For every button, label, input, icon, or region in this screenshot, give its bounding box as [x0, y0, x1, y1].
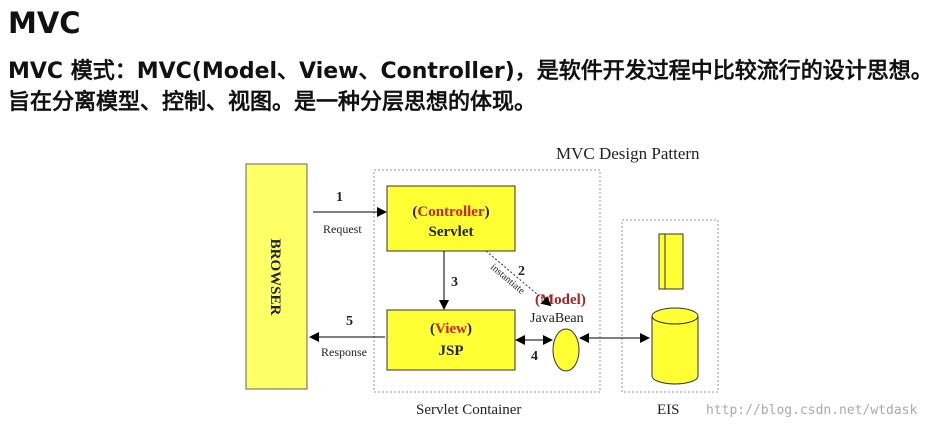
page-heading: MVC — [8, 6, 81, 40]
eis-label: EIS — [657, 402, 680, 418]
browser-label: BROWSER — [267, 239, 283, 316]
model-name: JavaBean — [530, 311, 584, 326]
svg-text:(Controller): (Controller) — [412, 204, 489, 220]
eis-document-box — [658, 233, 684, 290]
step-2-label: 2 — [518, 264, 525, 279]
eis-database-cylinder — [651, 307, 699, 385]
servlet-container-label: Servlet Container — [416, 402, 521, 418]
browser-box — [245, 163, 308, 390]
controller-box — [386, 185, 516, 252]
page-description: MVC 模式：MVC(Model、View、Controller)，是软件开发过… — [8, 59, 933, 115]
step-4-label: 4 — [531, 349, 538, 364]
svg-text:(View): (View) — [430, 321, 472, 337]
eis-frame — [621, 219, 719, 393]
model-role-label: (Model) — [535, 292, 586, 308]
watermark-text: http://blog.csdn.net/wtdask — [706, 403, 917, 418]
view-box — [386, 309, 516, 371]
servlet-container-frame — [373, 169, 601, 393]
view-role-label: (View) — [430, 321, 472, 337]
request-label: Request — [323, 222, 362, 236]
instantiate-arrow — [485, 250, 552, 307]
javabean-ellipse — [552, 328, 580, 372]
response-label: Response — [321, 345, 367, 359]
step-1-label: 1 — [336, 190, 343, 205]
controller-name: Servlet — [429, 224, 474, 240]
diagram-title: MVC Design Pattern — [556, 144, 700, 163]
step-3-label: 3 — [451, 275, 458, 290]
controller-role-label: (Controller) — [412, 204, 489, 220]
view-name: JSP — [438, 343, 463, 359]
step-5-label: 5 — [346, 314, 353, 329]
